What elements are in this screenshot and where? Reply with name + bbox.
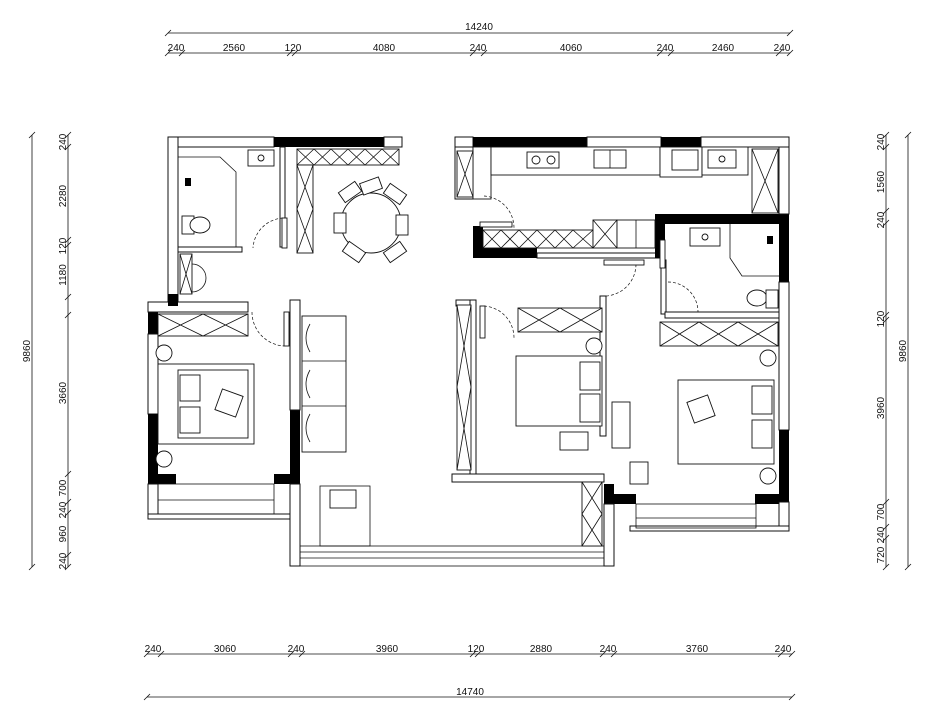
top-seg-5: 240 (470, 43, 487, 54)
left-dimension-total: 9860 (22, 131, 36, 571)
desk-right-bedroom (629, 461, 649, 485)
top-seg-7: 240 (657, 43, 674, 54)
wardrobe-left-bedroom (157, 313, 249, 337)
bottom-seg-6: 2880 (530, 644, 553, 655)
dining-table (333, 176, 409, 264)
kitchen-appliances (526, 149, 737, 171)
bottom-dimension-total: 14740 (143, 687, 796, 701)
wardrobe-right-bedroom (659, 321, 779, 347)
bathroom-left (178, 149, 275, 293)
bed-middle (515, 337, 603, 451)
left-total-label: 9860 (22, 339, 33, 362)
desk-left-bedroom (301, 315, 357, 509)
right-seg-4: 120 (876, 310, 887, 327)
cabinet-right-corridor (179, 253, 631, 547)
top-seg-2: 2560 (223, 43, 246, 54)
left-seg-8: 960 (58, 525, 69, 542)
wardrobe-dining-top (296, 148, 400, 254)
bottom-dimension-segments: 240 3060 240 3960 120 2880 240 3760 240 (143, 644, 796, 658)
bathroom-right (689, 224, 779, 309)
bottom-seg-8: 3760 (686, 644, 709, 655)
top-total-label: 14240 (465, 22, 493, 33)
bottom-seg-9: 240 (775, 644, 792, 655)
top-dimension-total: 14240 (164, 22, 794, 37)
bed-left (155, 344, 255, 468)
top-dimension-segments: 240 2560 120 4080 240 4060 240 2460 240 (164, 43, 794, 57)
left-seg-9: 240 (58, 552, 69, 569)
bottom-seg-3: 240 (288, 644, 305, 655)
right-total-label: 9860 (898, 339, 909, 362)
right-seg-5: 3960 (876, 396, 887, 419)
bed-right (677, 349, 777, 485)
left-seg-7: 240 (58, 501, 69, 518)
walls-left-wing (147, 136, 403, 567)
bottom-total-label: 14740 (456, 687, 484, 698)
doors (251, 195, 699, 347)
left-dimension-segments: 240 2280 120 1180 3660 700 240 960 240 (58, 131, 72, 571)
right-seg-3: 240 (876, 211, 887, 228)
right-seg-1: 240 (876, 133, 887, 150)
left-seg-6: 700 (58, 479, 69, 496)
top-seg-9: 240 (774, 43, 791, 54)
top-seg-6: 4060 (560, 43, 583, 54)
left-seg-2: 2280 (58, 184, 69, 207)
kitchen-counter-lower (482, 219, 656, 249)
wardrobe-middle-bedroom (456, 304, 603, 471)
right-dimension-segments: 240 1560 240 120 3960 700 240 720 (876, 131, 890, 571)
right-seg-8: 720 (876, 546, 887, 563)
balcony-cabinet-right (751, 148, 779, 214)
left-seg-3: 120 (58, 237, 69, 254)
top-seg-4: 4080 (373, 43, 396, 54)
walls-right-wing (603, 146, 790, 567)
right-seg-2: 1560 (876, 170, 887, 193)
bottom-seg-2: 3060 (214, 644, 237, 655)
balcony (157, 483, 757, 567)
left-seg-4: 1180 (58, 264, 69, 286)
bottom-seg-7: 240 (600, 644, 617, 655)
right-seg-7: 240 (876, 526, 887, 543)
left-seg-1: 240 (58, 133, 69, 150)
bottom-seg-4: 3960 (376, 644, 399, 655)
top-ticks (164, 49, 794, 57)
top-seg-1: 240 (168, 43, 185, 54)
top-seg-8: 2460 (712, 43, 735, 54)
left-seg-5: 3660 (58, 381, 69, 404)
bottom-seg-1: 240 (145, 644, 162, 655)
right-seg-6: 700 (876, 503, 887, 520)
top-seg-3: 120 (285, 43, 302, 54)
walls-middle-bedroom (451, 295, 607, 483)
right-dimension-total: 9860 (898, 131, 912, 571)
bottom-seg-5: 120 (468, 644, 485, 655)
